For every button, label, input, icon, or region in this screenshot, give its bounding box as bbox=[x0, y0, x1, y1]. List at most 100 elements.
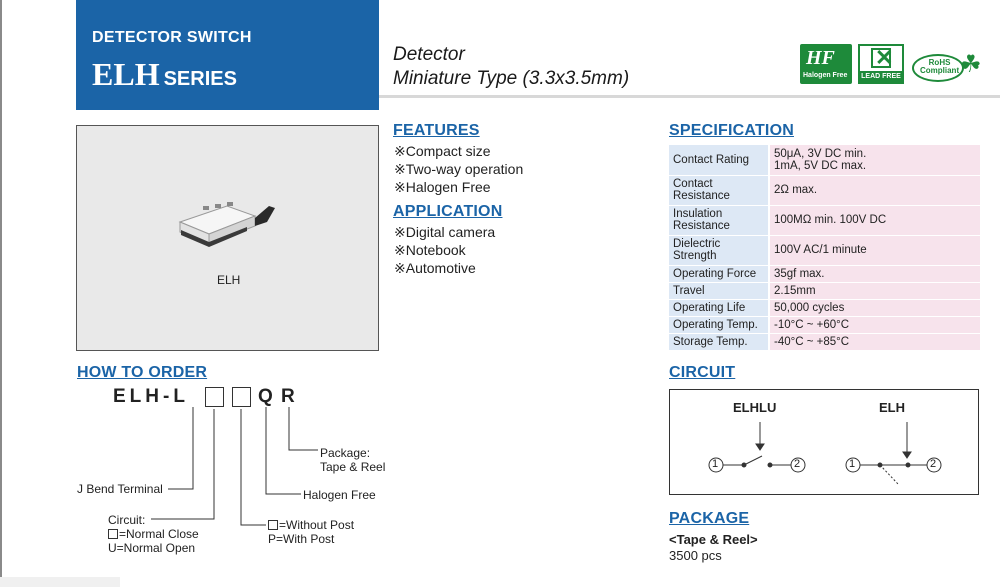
order-package-label: Package: Tape & Reel bbox=[320, 446, 385, 474]
spec-key: Operating Life bbox=[669, 299, 770, 317]
rohs-text: RoHS Compliant bbox=[920, 59, 959, 75]
series-name: ELH bbox=[92, 56, 160, 92]
application-list: ※Digital camera ※Notebook ※Automotive bbox=[394, 223, 495, 277]
feature-item: ※Two-way operation bbox=[394, 161, 524, 177]
application-title: APPLICATION bbox=[393, 203, 503, 220]
lead-free-cross-icon: ✕ bbox=[875, 45, 894, 70]
circuit-option-nc: =Normal Close bbox=[108, 527, 199, 541]
circuit-right-label: ELH bbox=[879, 400, 905, 415]
lead-free-logo: ✕ LEAD FREE bbox=[858, 44, 904, 84]
spec-row: Storage Temp.-40°C ~ +85°C bbox=[669, 333, 980, 351]
package-quantity: 3500 pcs bbox=[669, 548, 722, 563]
hf-logo-caption: Halogen Free bbox=[803, 72, 848, 79]
category-title: DETECTOR SWITCH bbox=[92, 29, 252, 46]
spec-key: Insulation Resistance bbox=[669, 205, 770, 236]
photo-caption: ELH bbox=[217, 273, 241, 287]
halogen-free-logo: HF Halogen Free bbox=[800, 44, 852, 84]
spec-value: 50μA, 3V DC min. 1mA, 5V DC max. bbox=[769, 145, 980, 176]
header-divider bbox=[379, 95, 1000, 98]
spec-value: 2Ω max. bbox=[769, 175, 980, 206]
viewer-toolbar-strip bbox=[0, 577, 120, 587]
product-subtitle: Detector Miniature Type (3.3x3.5mm) bbox=[393, 43, 629, 91]
order-jbend-label: J Bend Terminal bbox=[77, 482, 163, 496]
package-label-line-2: Tape & Reel bbox=[320, 460, 386, 474]
circuit-option-no: U=Normal Open bbox=[108, 541, 196, 555]
circuit-label-title: Circuit: bbox=[108, 513, 146, 527]
circuit-schematic bbox=[708, 422, 942, 485]
lead-free-caption: LEAD FREE bbox=[860, 71, 902, 82]
circuit-right-pin-1: 1 bbox=[849, 458, 856, 470]
specification-title: SPECIFICATION bbox=[669, 122, 794, 139]
circuit-option-nc-text: =Normal Close bbox=[119, 527, 199, 541]
package-label-line-1: Package: bbox=[320, 446, 371, 460]
order-code-box-2 bbox=[232, 387, 251, 407]
spec-value: 100V AC/1 minute bbox=[769, 235, 980, 266]
features-title: FEATURES bbox=[393, 122, 480, 139]
circuit-right-pin-2: 2 bbox=[930, 458, 937, 470]
spec-row: Operating Temp.-10°C ~ +60°C bbox=[669, 316, 980, 334]
circuit-left-pin-2: 2 bbox=[794, 458, 801, 470]
subtitle-line-1: Detector bbox=[393, 44, 465, 65]
post-option-with: P=With Post bbox=[268, 532, 335, 546]
order-circuit-label: Circuit: =Normal Close U=Normal Open bbox=[108, 513, 199, 555]
spec-value: 100MΩ min. 100V DC bbox=[769, 205, 980, 236]
hf-logo-text: HF bbox=[806, 47, 835, 69]
feature-item: ※Compact size bbox=[394, 143, 491, 159]
blank-box-icon bbox=[268, 520, 278, 530]
how-to-order-title: HOW TO ORDER bbox=[77, 364, 208, 381]
application-item: ※Automotive bbox=[394, 260, 476, 276]
circuit-diagram-box: ELHLU ELH 1 2 1 2 bbox=[669, 389, 979, 495]
order-code-r: R bbox=[281, 386, 295, 407]
post-option-without-text: =Without Post bbox=[279, 518, 355, 532]
order-code-box-1 bbox=[205, 387, 224, 407]
page-left-border bbox=[0, 0, 2, 587]
spec-key: Contact Resistance bbox=[669, 175, 770, 206]
spec-value: -10°C ~ +60°C bbox=[769, 316, 980, 334]
spec-key: Dielectric Strength bbox=[669, 235, 770, 266]
spec-key: Operating Force bbox=[669, 265, 770, 283]
spec-value: 2.15mm bbox=[769, 282, 980, 300]
spec-value: -40°C ~ +85°C bbox=[769, 333, 980, 351]
rohs-logo: RoHS Compliant ☘ bbox=[910, 44, 984, 84]
lead-free-box-icon bbox=[871, 48, 891, 68]
order-code-q: Q bbox=[258, 386, 273, 407]
order-code-prefix: ELH-L bbox=[113, 386, 189, 407]
order-post-label: =Without Post P=With Post bbox=[268, 518, 354, 546]
rohs-line-2: Compliant bbox=[920, 66, 960, 75]
post-option-without: =Without Post bbox=[268, 518, 354, 532]
spec-value: 50,000 cycles bbox=[769, 299, 980, 317]
feature-item: ※Halogen Free bbox=[394, 179, 491, 195]
package-type: <Tape & Reel> bbox=[669, 532, 758, 547]
subtitle-line-2: Miniature Type (3.3x3.5mm) bbox=[393, 68, 630, 89]
switch-image bbox=[178, 202, 275, 247]
order-halogen-label: Halogen Free bbox=[303, 488, 376, 502]
blank-box-icon bbox=[108, 529, 118, 539]
spec-value: 35gf max. bbox=[769, 265, 980, 283]
application-item: ※Notebook bbox=[394, 242, 466, 258]
package-title: PACKAGE bbox=[669, 510, 750, 527]
circuit-left-label: ELHLU bbox=[733, 400, 777, 415]
circuit-left-pin-1: 1 bbox=[712, 458, 719, 470]
circuit-title: CIRCUIT bbox=[669, 364, 736, 381]
application-item: ※Digital camera bbox=[394, 224, 496, 240]
product-photo: ELH bbox=[76, 125, 379, 351]
series-word: SERIES bbox=[163, 68, 237, 90]
rohs-line-1: RoHS bbox=[928, 58, 951, 67]
rohs-ring-icon bbox=[912, 54, 964, 82]
spec-key: Storage Temp. bbox=[669, 333, 770, 351]
spec-key: Contact Rating bbox=[669, 145, 770, 176]
spec-key: Travel bbox=[669, 282, 770, 300]
spec-key: Operating Temp. bbox=[669, 316, 770, 334]
features-list: ※Compact size ※Two-way operation ※Haloge… bbox=[394, 142, 523, 196]
